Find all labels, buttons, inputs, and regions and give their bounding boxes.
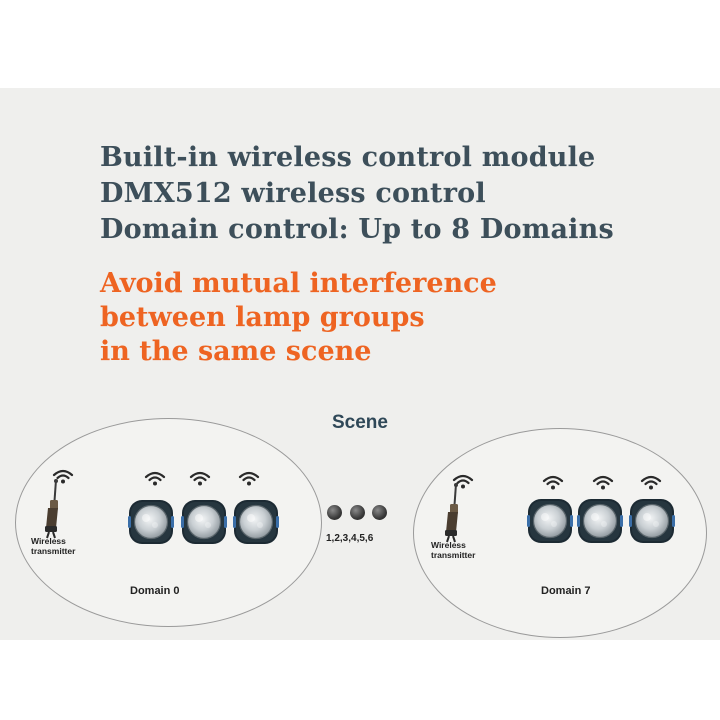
lamp-icon [180,498,228,546]
headline-line-3: Domain control: Up to 8 Domains [100,214,614,245]
intermediate-domains-label: 1,2,3,4,5,6 [326,533,374,544]
dot-icon [327,505,342,520]
slogan-line-2: between lamp groups [100,302,425,333]
headline-line-1: Built-in wireless control module [100,142,596,173]
lamp-icon [526,497,574,545]
lamp-icon [576,497,624,545]
wifi-signal-icon [189,470,211,486]
wifi-signal-icon [592,474,614,490]
transmitter-label-line-2: transmitter [431,550,476,560]
wireless-transmitter-icon [440,482,466,544]
wifi-signal-icon [238,470,260,486]
dot-icon [372,505,387,520]
domain-7-label: Domain 7 [541,585,591,597]
slogan-line-1: Avoid mutual interference [100,268,497,299]
transmitter-label-line-1: Wireless [431,540,466,550]
lamp-icon [232,498,280,546]
wifi-signal-icon [640,474,662,490]
domain-0-label: Domain 0 [130,585,180,597]
wifi-signal-icon [542,474,564,490]
transmitter-label-line-1: Wireless [31,536,66,546]
lamp-icon [127,498,175,546]
scene-label: Scene [332,412,388,433]
transmitter-label-domain-7: Wireless transmitter [431,540,491,560]
transmitter-label-line-2: transmitter [31,546,76,556]
transmitter-label-domain-0: Wireless transmitter [31,536,91,556]
slogan-line-3: in the same scene [100,336,372,367]
wifi-signal-icon [144,470,166,486]
headline-line-2: DMX512 wireless control [100,178,486,209]
dot-icon [350,505,365,520]
lamp-icon [628,497,676,545]
wireless-transmitter-icon [40,478,66,540]
